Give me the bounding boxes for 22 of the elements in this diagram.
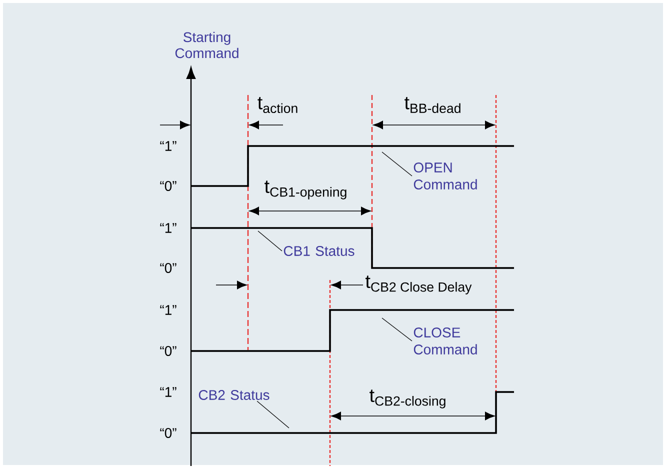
level-label: “1” [160, 387, 176, 397]
level-label: “1” [160, 141, 176, 151]
leader-line [382, 152, 412, 176]
time-label: $\text{t}_{\text{action}}$ [258, 96, 298, 114]
time-label: $\text{t}_{\text{CB2-closing}}$ [370, 390, 446, 408]
time-label: $\text{t}_{\text{CB2 Close Delay}}$ [365, 276, 472, 294]
signal-label: CB1 Status [284, 246, 354, 256]
level-label: “0” [160, 181, 176, 191]
level-label: “0” [160, 346, 176, 356]
level-label: “1” [160, 223, 176, 233]
level-label: “1” [160, 305, 176, 315]
signal-label: CLOSE Command [414, 328, 477, 354]
signal-label: CB2 Status [198, 390, 270, 400]
signal-label: OPEN Command [414, 162, 477, 190]
level-label: “0” [160, 428, 176, 438]
leader-line [382, 318, 412, 342]
time-label: $\text{t}_{\text{CB1-opening}}$ [264, 180, 346, 200]
leader-line [258, 230, 282, 252]
level-label: “0” [160, 263, 176, 273]
time-label: $\text{t}_{\text{BB-dead}}$ [404, 96, 460, 114]
leader-line [256, 400, 290, 428]
axis-title: Starting Command [175, 32, 238, 58]
